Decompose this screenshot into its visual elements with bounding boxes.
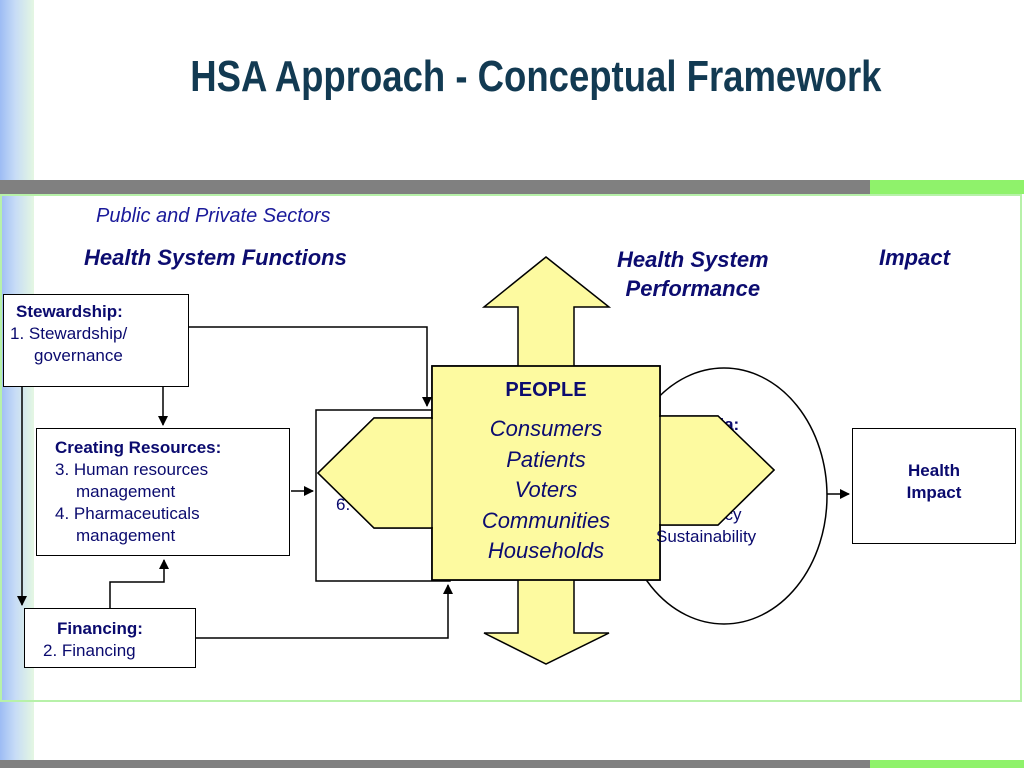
people-content: PEOPLE Consumers Patients Voters Communi… <box>432 366 660 580</box>
top-divider-green <box>870 180 1024 194</box>
people-item: Patients <box>506 446 586 472</box>
stewardship-title: Stewardship: <box>16 302 123 321</box>
bottom-divider-green <box>870 760 1024 768</box>
criteria-title: Criteria: <box>674 415 740 434</box>
financing-to-service-arrow <box>196 584 453 639</box>
stewardship-line1: 1. Stewardship/ <box>10 324 128 343</box>
stewardship-box: Stewardship: 1. Stewardship/ governance <box>3 294 189 387</box>
heading-performance-line2: Performance <box>625 276 761 301</box>
financing-box: Financing: 2. Financing <box>24 608 196 668</box>
resources-line4: management <box>76 526 176 545</box>
people-item: Voters <box>514 477 578 503</box>
slide-title: HSA Approach - Conceptual Framework <box>190 52 882 101</box>
resources-title: Creating Resources: <box>55 438 222 457</box>
stewardship-line2: governance <box>34 346 123 365</box>
people-item: Communities <box>481 507 611 533</box>
criteria-sustainability: Sustainability <box>656 527 757 546</box>
people-item: Consumers <box>489 416 603 441</box>
stewardship-to-service-arrow <box>189 326 432 407</box>
health-impact-line1: Health <box>908 461 960 480</box>
health-impact-box: Health Impact <box>852 428 1016 544</box>
criteria-partial: Equ <box>685 435 716 445</box>
resources-line1: 3. Human resources <box>55 460 209 479</box>
heading-functions: Health System Functions <box>84 245 347 270</box>
top-divider-gray <box>0 180 870 194</box>
financing-line1: 2. Financing <box>43 641 136 660</box>
sectors-subtitle: Public and Private Sectors <box>96 205 331 227</box>
financing-title: Financing: <box>57 619 143 638</box>
diagram-frame <box>0 194 1022 702</box>
criteria-efficiency: Efficiency <box>669 505 742 524</box>
people-title: PEOPLE <box>505 379 587 401</box>
people-item: Households <box>487 538 605 564</box>
resources-line2: management <box>76 482 176 501</box>
heading-performance: Health System Performance <box>617 245 769 303</box>
resources-line3: 4. Pharmaceuticals <box>55 504 200 523</box>
heading-performance-line1: Health System <box>617 247 769 272</box>
financing-to-resources-arrow <box>109 559 169 608</box>
people-list: Consumers Patients Voters Communities Ho… <box>432 414 660 567</box>
heading-impact: Impact <box>879 245 950 270</box>
health-impact-line2: Impact <box>906 483 962 502</box>
bottom-divider-gray <box>0 760 870 768</box>
creating-resources-box: Creating Resources: 3. Human resources m… <box>36 428 290 556</box>
service-function-text: 6. Informa <box>336 495 413 514</box>
